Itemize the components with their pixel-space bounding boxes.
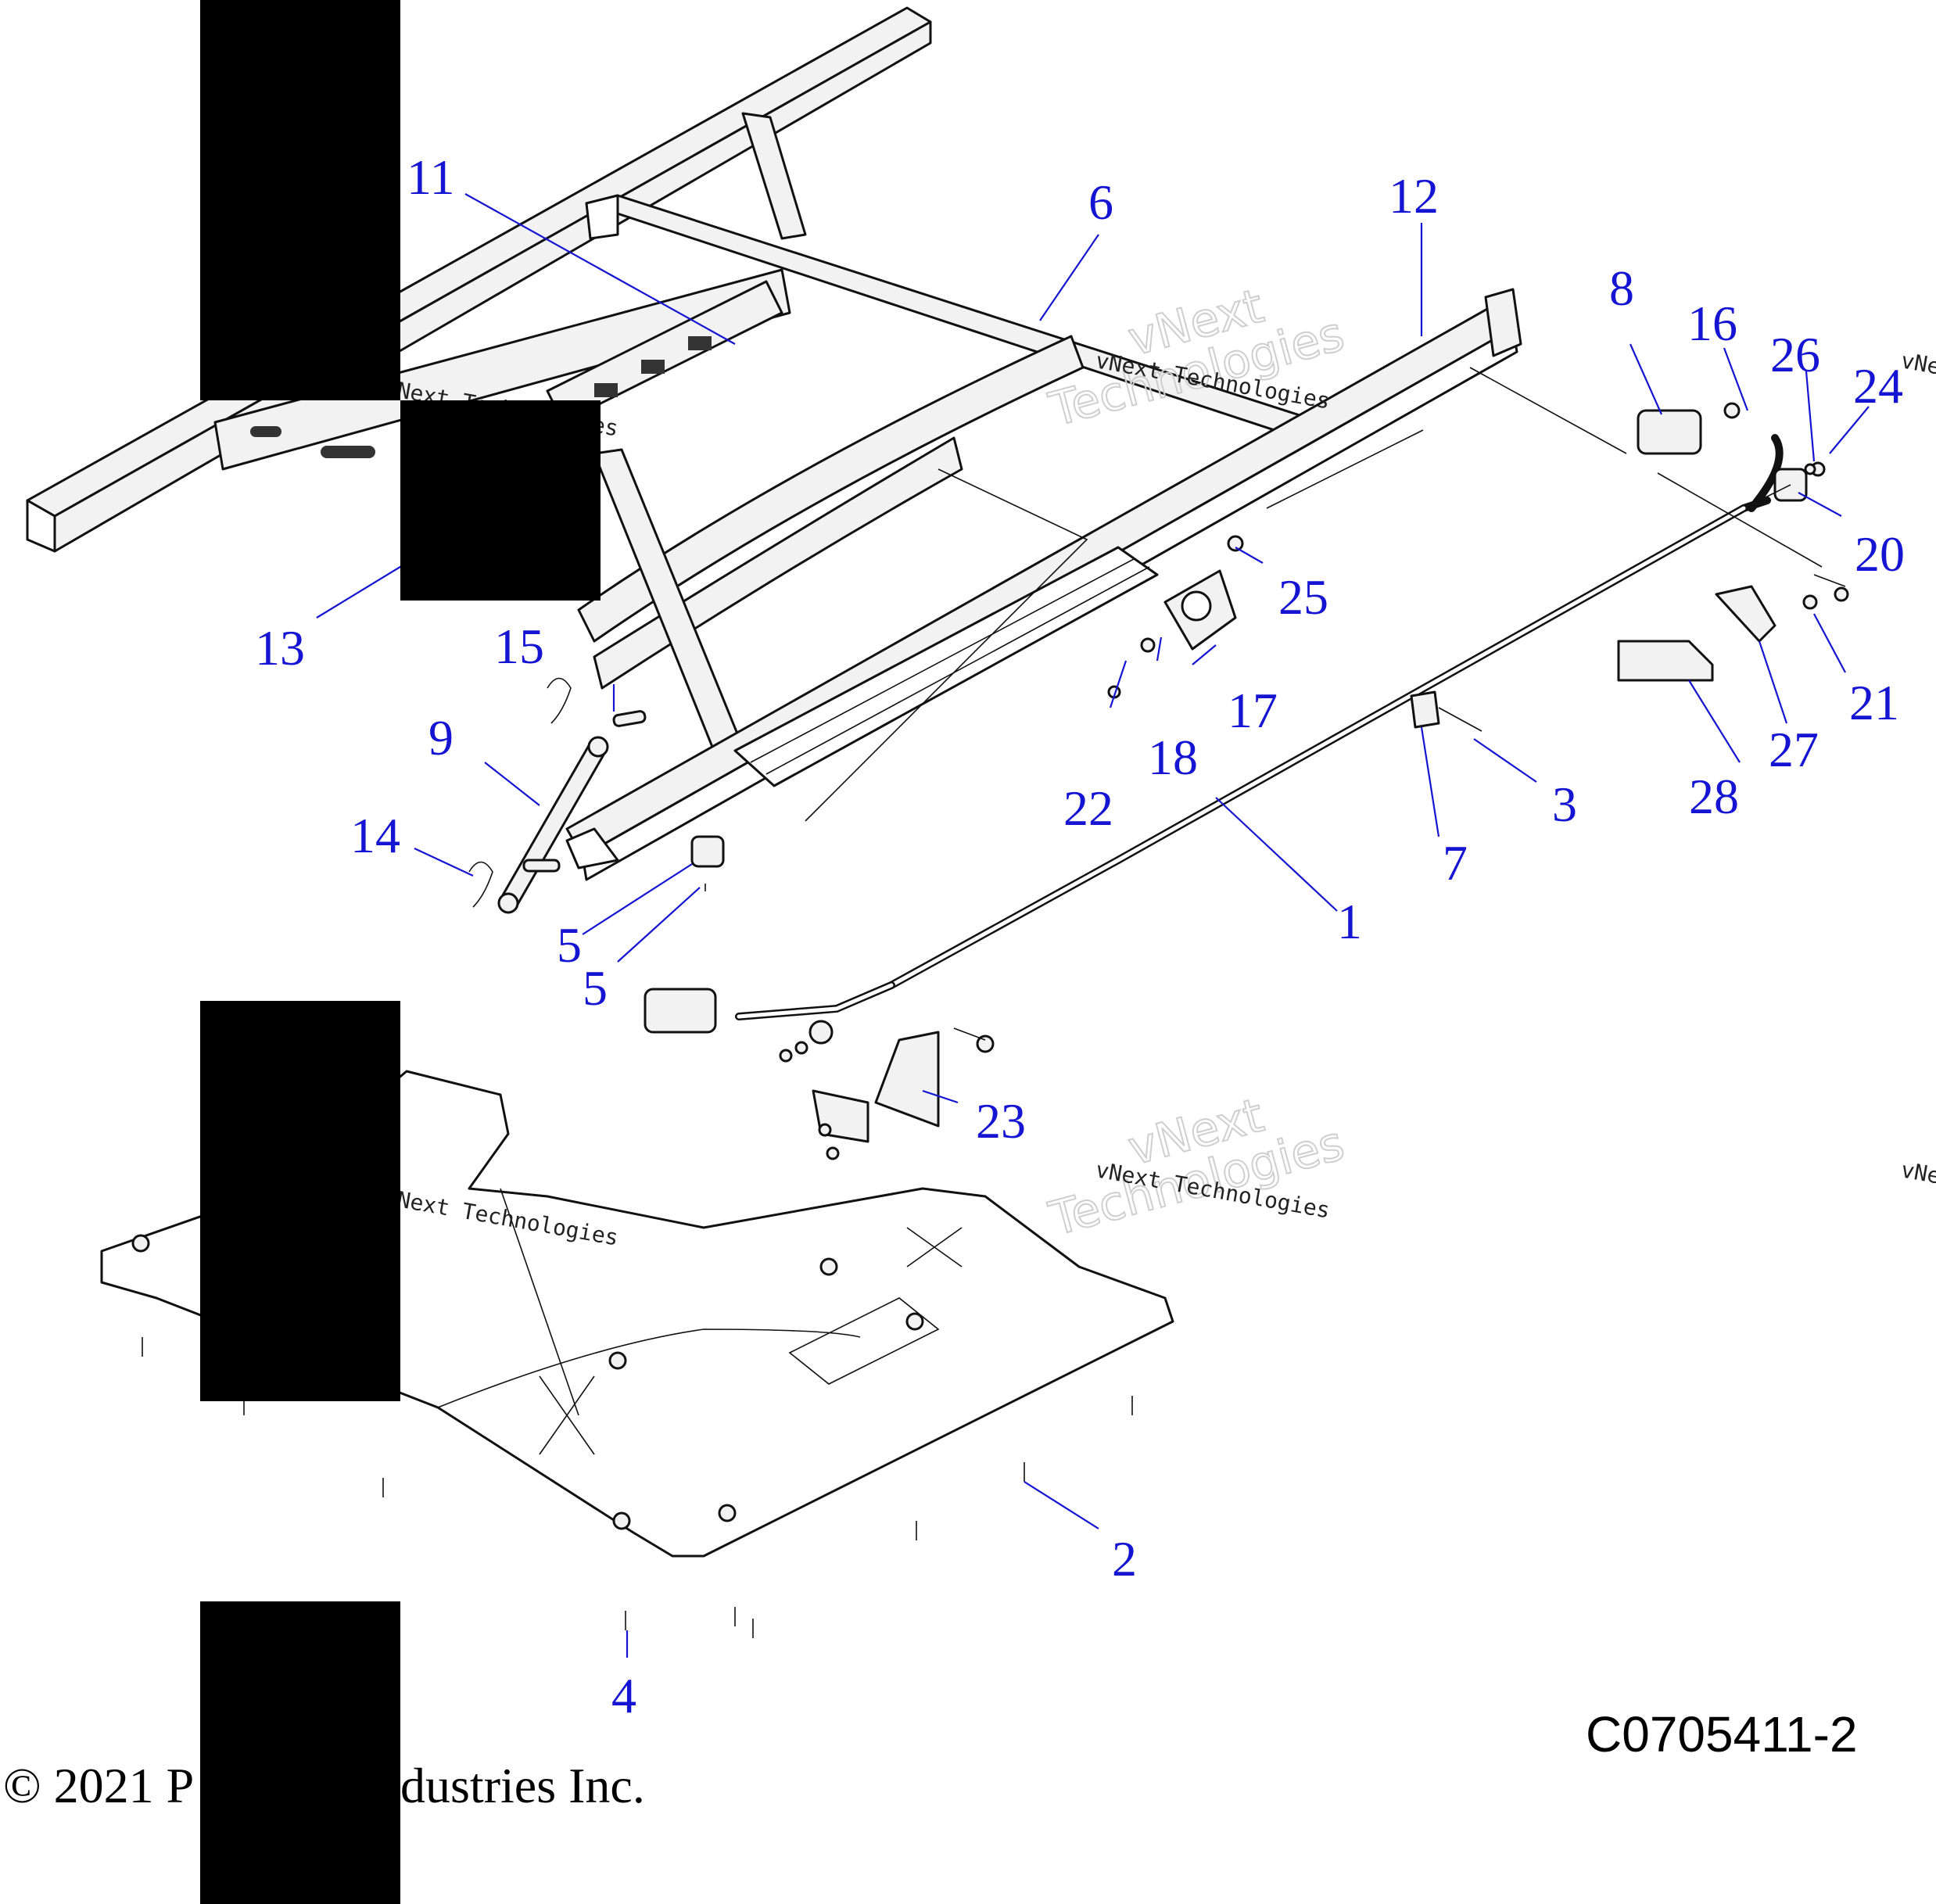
redaction-block (200, 0, 400, 400)
callout-24: 25 (1278, 569, 1328, 625)
callout-21: 21 (1849, 675, 1899, 730)
callout-27: 28 (1689, 769, 1739, 824)
callout-18: 17 (1228, 683, 1278, 738)
watermark-text: vNext Technologies (1899, 1156, 1936, 1223)
callout-13: 12 (1389, 168, 1439, 224)
callout-5: 5 (583, 960, 608, 1016)
callout-4: 4 (611, 1668, 636, 1723)
callout-19: 18 (1148, 730, 1198, 785)
callout-17: 16 (1687, 296, 1737, 351)
callout-28: 23 (976, 1093, 1026, 1149)
copyright-start: © 2021 P (3, 1758, 194, 1813)
callout-numbers: 11 6 12 8 16 26 24 20 25 13 15 17 21 9 1… (255, 149, 1905, 1723)
callout-22: 22 (1063, 780, 1113, 836)
callout-25: 26 (1770, 327, 1820, 382)
callout-23: 24 (1853, 358, 1903, 414)
callout-16: 15 (494, 619, 544, 674)
callout-14: 13 (255, 620, 305, 676)
callout-20: 20 (1855, 526, 1905, 582)
callout-8: 7 (1443, 835, 1468, 891)
callout-6: 6 (1088, 174, 1113, 230)
callout-9: 8 (1609, 260, 1634, 316)
callout-11: 9 (428, 710, 454, 766)
redaction-block (200, 1001, 400, 1401)
callout-12: 11 (407, 149, 455, 205)
redaction-block (400, 400, 601, 601)
callout-7: 5 (557, 917, 582, 973)
redaction-blocks (200, 0, 601, 1904)
callout-15: 14 (350, 808, 400, 863)
callout-3: 3 (1552, 776, 1577, 832)
copyright-end: dustries Inc. (400, 1758, 645, 1813)
sway-bar-assembly (468, 367, 1849, 1160)
watermark-text: vNext Technologies (1899, 347, 1936, 414)
callout-1: 1 (1337, 894, 1362, 949)
leader-lines (316, 193, 1870, 1658)
redaction-block (200, 1601, 400, 1904)
callout-2: 2 (1112, 1531, 1137, 1587)
callout-26: 27 (1769, 722, 1819, 777)
drawing-code: C0705411-2 (1586, 1706, 1858, 1762)
